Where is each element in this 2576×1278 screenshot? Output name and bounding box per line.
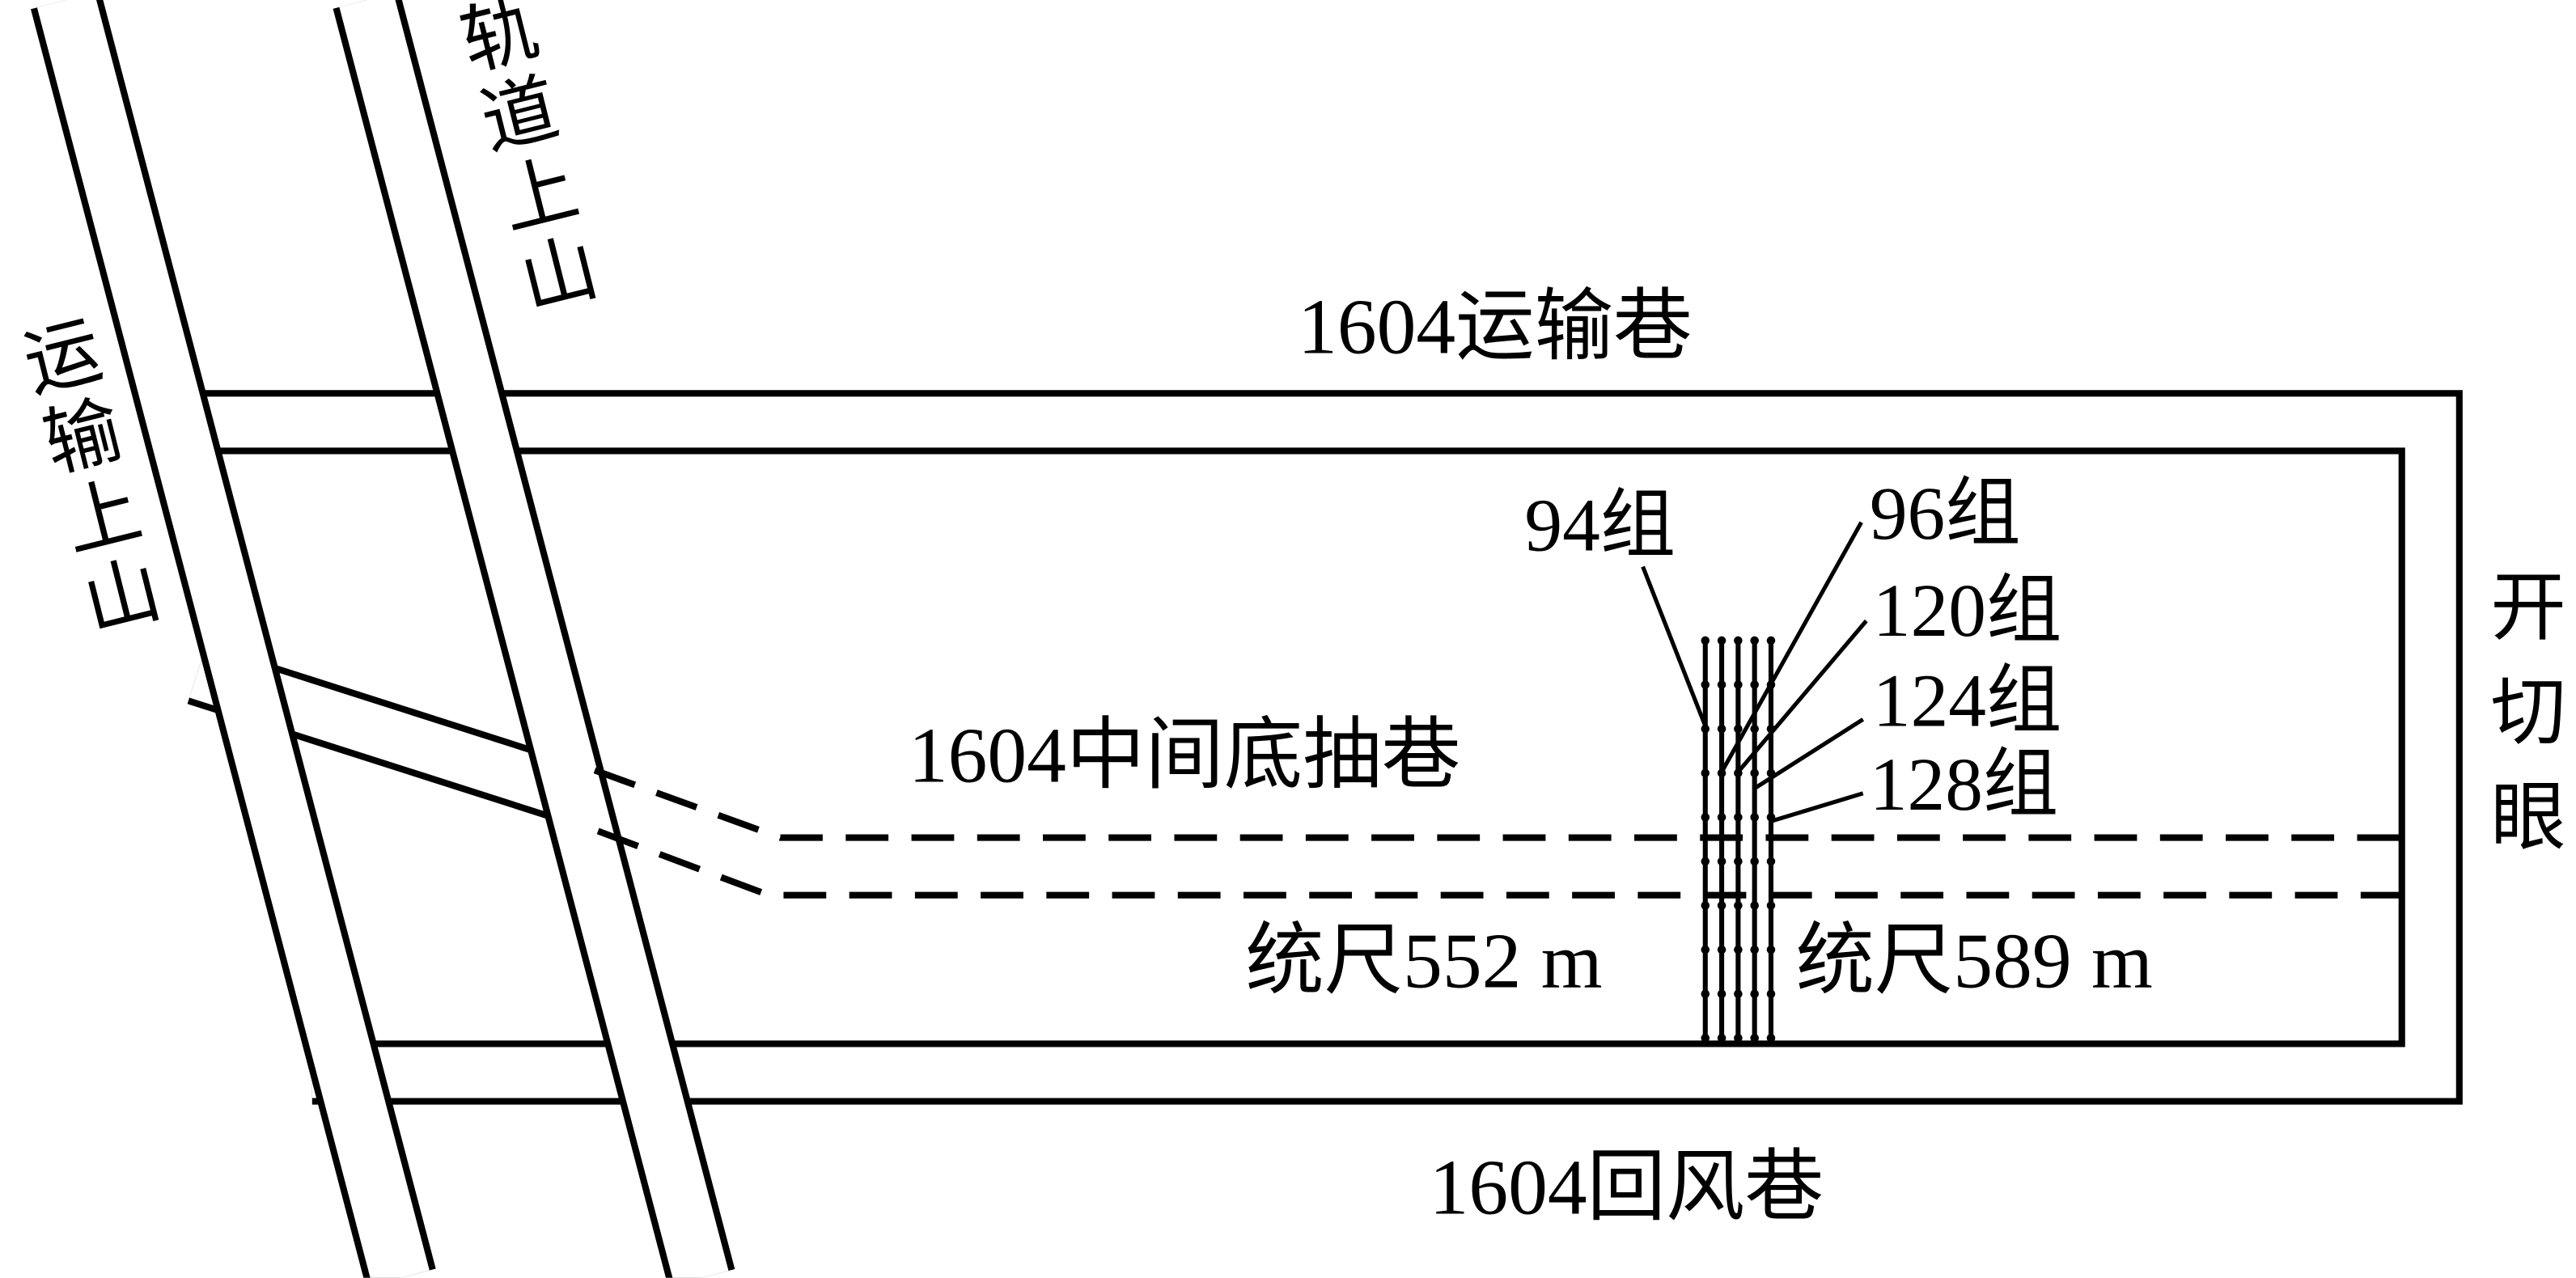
borehole-dot bbox=[1701, 901, 1710, 910]
label-position-right: 统尺589 m bbox=[1795, 918, 2153, 1005]
leader-120 bbox=[1736, 619, 1868, 774]
borehole-dot bbox=[1717, 813, 1727, 822]
borehole-dot bbox=[1750, 724, 1759, 734]
borehole-dot bbox=[1701, 857, 1710, 866]
borehole-dot bbox=[1734, 945, 1743, 954]
borehole-dot bbox=[1750, 857, 1759, 866]
leader-96 bbox=[1719, 521, 1863, 773]
label-group-120: 120组 bbox=[1872, 568, 2062, 653]
borehole-dot bbox=[1750, 768, 1759, 778]
borehole-dot bbox=[1750, 636, 1759, 645]
borehole-dot bbox=[1766, 989, 1776, 999]
borehole-dot bbox=[1717, 724, 1727, 734]
borehole-dot bbox=[1717, 636, 1727, 645]
borehole-dot bbox=[1750, 945, 1759, 954]
middle-gallery-dashed-lower bbox=[596, 827, 2402, 899]
borehole-dot bbox=[1701, 989, 1710, 999]
borehole-dot bbox=[1701, 724, 1710, 734]
borehole-dot bbox=[1766, 945, 1776, 954]
borehole-dot bbox=[1766, 1034, 1776, 1043]
borehole-dot bbox=[1734, 636, 1743, 645]
leader-94 bbox=[1641, 565, 1708, 727]
label-transport-gallery: 1604运输巷 bbox=[1298, 284, 1693, 371]
borehole-dot bbox=[1701, 813, 1710, 822]
label-group-96: 96组 bbox=[1869, 471, 2021, 556]
borehole-dot bbox=[1734, 724, 1743, 734]
borehole-dot bbox=[1734, 989, 1743, 999]
borehole-dot bbox=[1766, 901, 1776, 910]
borehole-dot bbox=[1750, 901, 1759, 910]
borehole-dot bbox=[1750, 1034, 1759, 1043]
label-return-air-gallery: 1604回风巷 bbox=[1429, 1145, 1824, 1232]
borehole-dot bbox=[1717, 945, 1727, 954]
borehole-dot bbox=[1734, 1034, 1743, 1043]
label-open-cut: 开切眼 bbox=[2481, 566, 2565, 882]
borehole-dot bbox=[1701, 680, 1710, 689]
borehole-dot bbox=[1717, 680, 1727, 689]
borehole-dot bbox=[1701, 1034, 1710, 1043]
leader-128 bbox=[1770, 791, 1864, 823]
borehole-dot bbox=[1750, 813, 1759, 822]
borehole-dot bbox=[1701, 768, 1710, 778]
borehole-dot bbox=[1717, 901, 1727, 910]
borehole-dot bbox=[1717, 857, 1727, 866]
borehole-dot bbox=[1717, 989, 1727, 999]
borehole-dot bbox=[1701, 636, 1710, 645]
label-group-124: 124组 bbox=[1872, 658, 2062, 743]
borehole-dot bbox=[1766, 857, 1776, 866]
label-group-94: 94组 bbox=[1524, 482, 1676, 567]
middle-gallery-dashed-upper bbox=[593, 767, 2402, 841]
label-position-left: 统尺552 m bbox=[1245, 918, 1603, 1005]
label-middle-gallery: 1604中间底抽巷 bbox=[908, 713, 1461, 800]
label-group-128: 128组 bbox=[1869, 742, 2059, 827]
leader-124 bbox=[1753, 717, 1865, 790]
borehole-dot bbox=[1734, 857, 1743, 866]
borehole-dot bbox=[1750, 989, 1759, 999]
borehole-dot bbox=[1766, 636, 1776, 645]
borehole-dot bbox=[1734, 680, 1743, 689]
borehole-dot bbox=[1734, 901, 1743, 910]
borehole-dot bbox=[1701, 945, 1710, 954]
borehole-dot bbox=[1734, 813, 1743, 822]
borehole-dot bbox=[1750, 680, 1759, 689]
borehole-dot bbox=[1717, 1034, 1727, 1043]
